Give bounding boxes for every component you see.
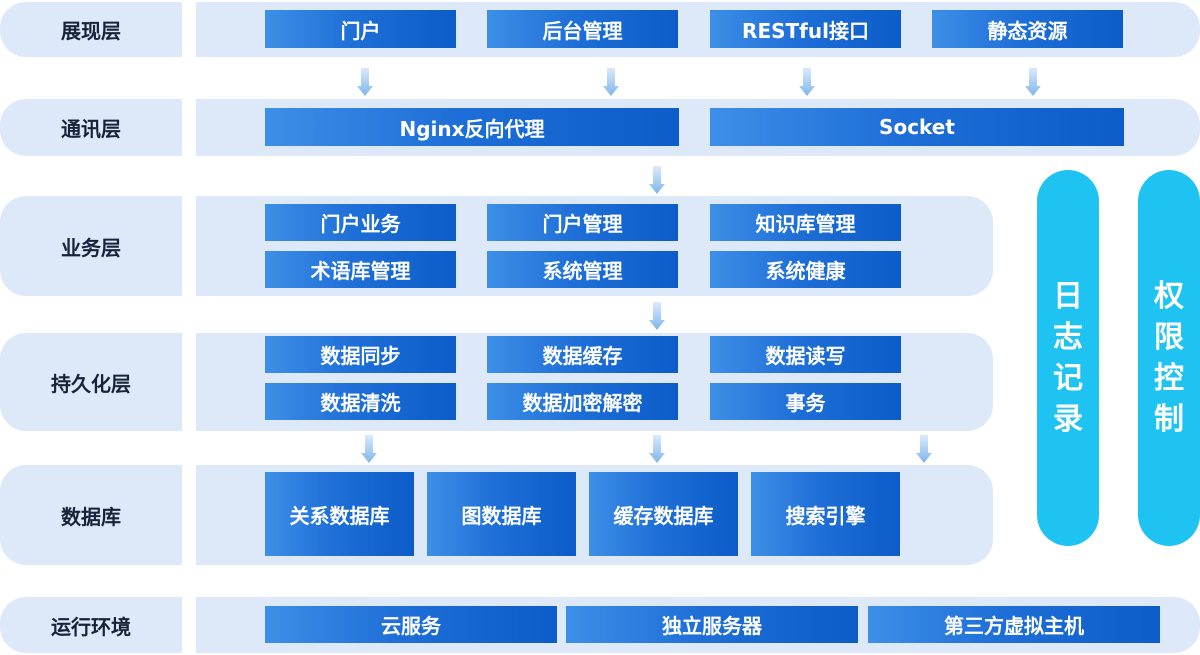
box-terminology-management: 术语库管理 (265, 251, 456, 288)
down-arrow-icon (649, 435, 665, 463)
box-socket: Socket (710, 108, 1124, 146)
layer-label-presentation: 展现层 (0, 2, 182, 57)
layer-label-runtime: 运行环境 (0, 597, 182, 653)
box-data-encryption: 数据加密解密 (487, 383, 678, 420)
box-data-cleaning: 数据清洗 (265, 383, 456, 420)
box-graph-db: 图数据库 (427, 472, 576, 556)
box-portal: 门户 (265, 10, 456, 48)
side-pill-char: 日 (1053, 279, 1083, 314)
box-cloud-service: 云服务 (265, 606, 557, 643)
down-arrow-icon (916, 435, 932, 463)
side-pill-char: 记 (1053, 361, 1083, 396)
side-pill-char: 控 (1154, 361, 1184, 396)
down-arrow-icon (357, 68, 373, 96)
down-arrow-icon (649, 166, 665, 194)
box-data-cache: 数据缓存 (487, 336, 678, 373)
side-pill-char: 志 (1053, 320, 1083, 355)
box-search-engine: 搜索引擎 (751, 472, 900, 556)
box-relational-db: 关系数据库 (265, 472, 414, 556)
box-static-resources: 静态资源 (932, 10, 1123, 48)
box-data-sync: 数据同步 (265, 336, 456, 373)
box-admin: 后台管理 (487, 10, 678, 48)
down-arrow-icon (1025, 68, 1041, 96)
box-nginx-proxy: Nginx反向代理 (265, 108, 679, 146)
box-knowledge-base-management: 知识库管理 (710, 204, 901, 241)
box-cache-db: 缓存数据库 (589, 472, 738, 556)
box-third-party-vhost: 第三方虚拟主机 (868, 606, 1160, 643)
down-arrow-icon (603, 68, 619, 96)
down-arrow-icon (799, 68, 815, 96)
layer-label-communication: 通讯层 (0, 99, 182, 156)
layer-label-database: 数据库 (0, 465, 182, 565)
box-system-health: 系统健康 (710, 251, 901, 288)
side-pill-char: 限 (1154, 320, 1184, 355)
side-pill-logging: 日 志 记 录 (1037, 170, 1099, 546)
box-system-management: 系统管理 (487, 251, 678, 288)
layer-label-persistence: 持久化层 (0, 333, 182, 431)
box-transaction: 事务 (710, 383, 901, 420)
box-dedicated-server: 独立服务器 (566, 606, 858, 643)
box-restful-api: RESTful接口 (710, 10, 901, 48)
layer-label-business: 业务层 (0, 196, 182, 296)
down-arrow-icon (649, 302, 665, 330)
box-data-read-write: 数据读写 (710, 336, 901, 373)
down-arrow-icon (361, 435, 377, 463)
side-pill-char: 录 (1053, 402, 1083, 437)
side-pill-permission: 权 限 控 制 (1138, 170, 1200, 546)
box-portal-business: 门户业务 (265, 204, 456, 241)
side-pill-char: 制 (1154, 402, 1184, 437)
side-pill-char: 权 (1154, 279, 1184, 314)
box-portal-management: 门户管理 (487, 204, 678, 241)
